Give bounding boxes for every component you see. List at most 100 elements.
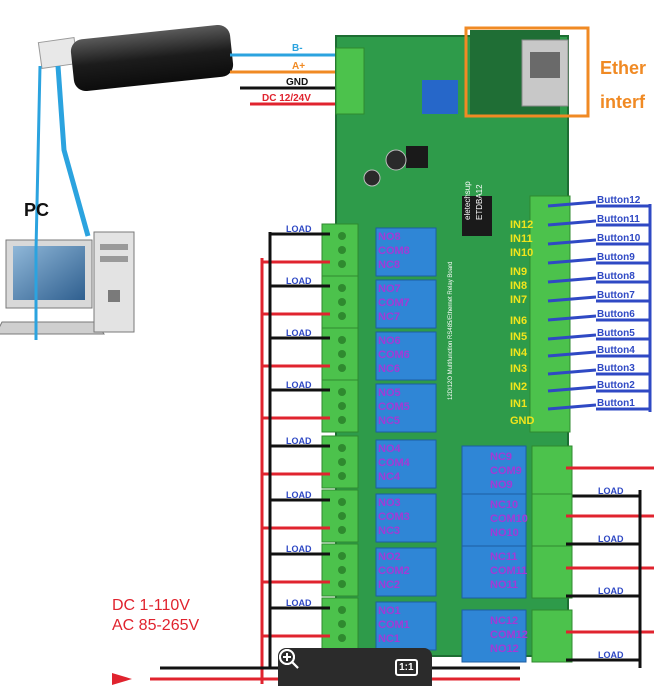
actual-size-button[interactable]: 1:1 (391, 652, 421, 682)
relay-icon (461, 545, 527, 599)
usb-adapter-icon (37, 24, 234, 92)
relay-icon (461, 609, 527, 663)
relay-icon (375, 493, 437, 543)
load-label: LOAD (598, 650, 624, 660)
input-label: IN5 (510, 331, 527, 343)
input-label: IN6 (510, 315, 527, 327)
input-label: IN1 (510, 398, 527, 410)
button-label: Button4 (597, 345, 635, 356)
relay-terminal-label: COM3 (378, 511, 410, 523)
relay-terminal-label: COM12 (490, 629, 528, 641)
relay-icon (375, 279, 437, 329)
load-label: LOAD (286, 544, 312, 554)
actual-size-label: 1:1 (395, 658, 418, 676)
relay-terminal-label: NO3 (378, 497, 401, 509)
relay-terminal-label: NO9 (490, 479, 513, 491)
input-button: Button7 (547, 290, 650, 303)
input-button: Button10 (547, 233, 650, 246)
ethernet-label-line1: Ether (600, 58, 646, 78)
load-label: LOAD (286, 224, 312, 234)
load-label: LOAD (286, 328, 312, 338)
input-label: IN11 (510, 233, 533, 245)
relay-terminal-label: NC1 (378, 633, 400, 645)
relay-terminal (531, 445, 573, 499)
relay-terminal-label: NO5 (378, 387, 401, 399)
relay-terminal-label: COM9 (490, 465, 522, 477)
relay-terminal-label: NO11 (490, 579, 518, 591)
relay-terminal-label: COM7 (378, 297, 410, 309)
button-label: Button12 (597, 195, 641, 206)
relay-terminal-label: NC8 (378, 259, 400, 271)
relay-terminal-label: COM5 (378, 401, 410, 413)
button-label: Button1 (597, 398, 635, 409)
power-label-dc: DC 1-110V (112, 597, 190, 614)
relay-terminal-label: COM11 (490, 565, 527, 577)
load-label: LOAD (598, 586, 624, 596)
button-label: Button5 (597, 328, 635, 339)
input-label: IN2 (510, 381, 527, 393)
input-button: Button9 (547, 252, 650, 265)
pc-computer-icon (0, 231, 135, 335)
relay-icon (375, 383, 437, 433)
wire-label-a-plus: A+ (292, 61, 305, 72)
load-label: LOAD (286, 598, 312, 608)
relay-terminal-label: NO4 (378, 443, 402, 455)
power-terminal (335, 47, 365, 115)
input-button: Button4 (547, 345, 650, 358)
relay-terminal-label: NO2 (378, 551, 401, 563)
ethernet-label-line2: interf (600, 92, 646, 112)
zoom-in-icon (279, 649, 299, 669)
input-label: IN9 (510, 266, 527, 278)
button-label: Button10 (597, 233, 641, 244)
relay-terminal-label: NC9 (490, 451, 512, 463)
relay-board (335, 35, 569, 657)
usb-cable (55, 65, 91, 237)
relay-icon (375, 439, 437, 489)
load-label: LOAD (598, 534, 624, 544)
relay-terminal-label: NC7 (378, 311, 400, 323)
relay-terminal (531, 493, 573, 547)
button-label: Button2 (597, 380, 635, 391)
input-label: IN8 (510, 280, 527, 292)
power-arrow-icon (112, 673, 132, 685)
dip-switch-icon (422, 80, 458, 114)
input-button: Button11 (547, 214, 650, 227)
input-button: Button8 (547, 271, 650, 284)
relay-icon (375, 331, 437, 381)
input-label: IN3 (510, 363, 527, 375)
input-button: Button6 (547, 309, 650, 322)
button-label: Button6 (597, 309, 635, 320)
relay-terminal-label: COM8 (378, 245, 410, 257)
button-label: Button11 (597, 214, 640, 225)
relay-terminal-label: COM2 (378, 565, 410, 577)
input-label: IN7 (510, 294, 527, 306)
input-label: IN12 (510, 219, 533, 231)
relay-terminal-label: NO7 (378, 283, 401, 295)
zoom-toolbar: 1:1 (278, 648, 432, 686)
board-brand: eletechsup (463, 181, 472, 220)
button-label: Button9 (597, 252, 635, 263)
input-label: IN10 (510, 247, 533, 259)
relay-icon (461, 493, 527, 547)
relay-terminal-label: COM6 (378, 349, 410, 361)
load-label: LOAD (286, 380, 312, 390)
button-label: Button8 (597, 271, 635, 282)
relay-terminal-label: COM10 (490, 513, 528, 525)
relay-terminal (531, 545, 573, 599)
relay-terminal-label: COM4 (378, 457, 411, 469)
zoom-in-button[interactable] (279, 649, 370, 682)
pc-label: PC (24, 200, 49, 220)
input-label: GND (510, 415, 535, 427)
input-button: Button5 (547, 328, 650, 341)
relay-terminal-label: NO10 (490, 527, 519, 539)
